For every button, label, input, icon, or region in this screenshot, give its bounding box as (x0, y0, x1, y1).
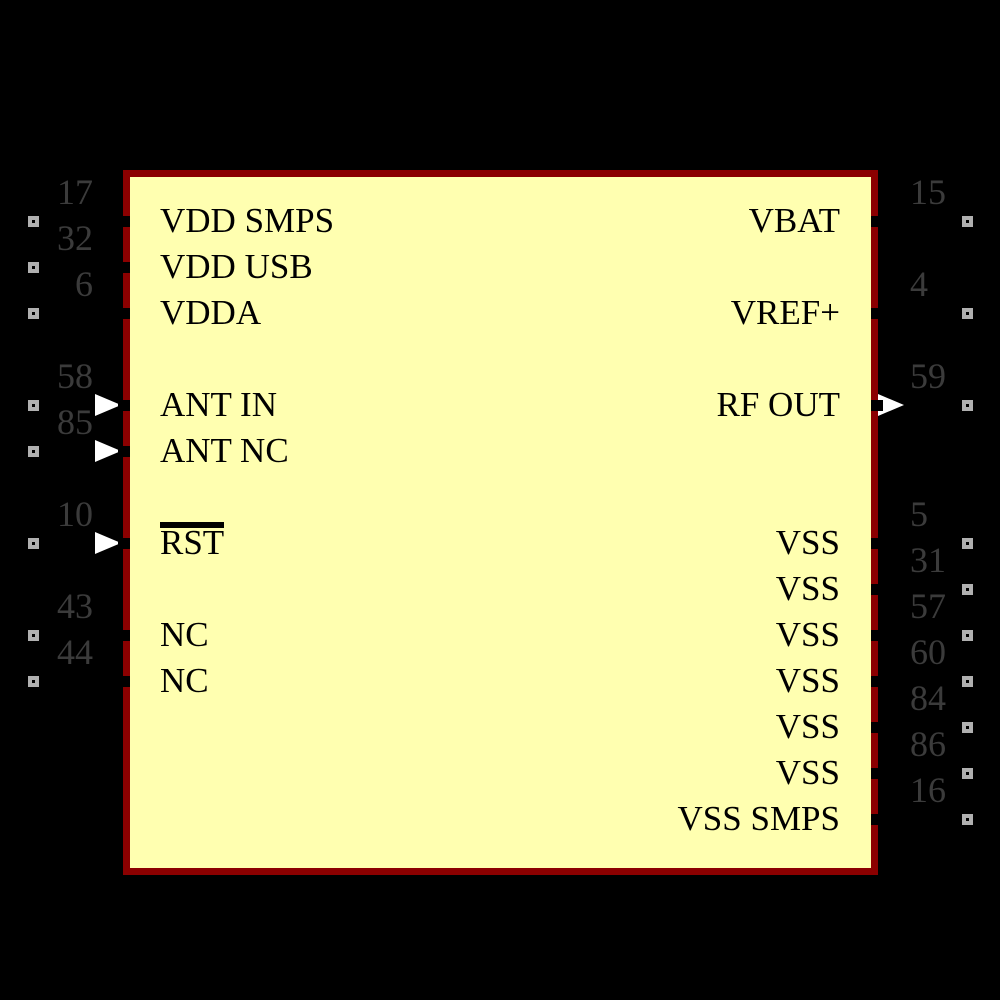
pin-input-arrow-icon (95, 440, 121, 462)
pin-number: 10 (57, 494, 93, 534)
pin-terminal-marker-icon (28, 262, 39, 273)
pin-terminal-marker-icon (962, 538, 973, 549)
pin-connection-point[interactable] (871, 722, 883, 733)
pin-connection-point[interactable] (118, 308, 130, 319)
pin-number: 58 (57, 356, 93, 396)
pin-connection-point[interactable] (871, 584, 883, 595)
pin-number: 4 (910, 264, 928, 304)
pin-connection-point[interactable] (118, 446, 130, 457)
pin-label: VDDA (160, 293, 262, 332)
pin-connection-point[interactable] (871, 630, 883, 641)
pin-terminal-marker-icon (28, 630, 39, 641)
pin-terminal-marker-icon (962, 216, 973, 227)
pin-terminal-marker-icon (28, 538, 39, 549)
pin-terminal-marker-icon (962, 630, 973, 641)
pin-terminal-marker-icon (962, 814, 973, 825)
pin-label: RST (160, 520, 225, 566)
pin-connection-point[interactable] (871, 768, 883, 779)
pin-number: 6 (75, 264, 93, 304)
pin-terminal-marker-icon (28, 216, 39, 227)
pin-number: 59 (910, 356, 946, 396)
pin-label: RF OUT (716, 385, 841, 424)
pin-label: VSS (775, 661, 840, 700)
pin-number: 57 (910, 586, 946, 626)
pin-number: 17 (57, 172, 93, 212)
pin-label: NC (160, 661, 209, 700)
pin-terminal-marker-icon (962, 584, 973, 595)
pin-terminal-marker-icon (962, 722, 973, 733)
pin-connection-point[interactable] (118, 216, 130, 227)
pin-number: 86 (910, 724, 946, 764)
pin-label: VDD USB (160, 247, 313, 286)
pin-terminal-marker-icon (28, 308, 39, 319)
pin-label: VREF+ (730, 293, 840, 332)
pin-input-arrow-icon (95, 394, 121, 416)
pin-terminal-marker-icon (962, 676, 973, 687)
pin-label: VSS SMPS (677, 799, 840, 838)
pin-connection-point[interactable] (871, 538, 883, 549)
pin-label: VSS (775, 569, 840, 608)
pin-connection-point[interactable] (118, 400, 130, 411)
pin-number: 5 (910, 494, 928, 534)
pin-terminal-marker-icon (962, 768, 973, 779)
pin-number: 84 (910, 678, 946, 718)
pin-label: VDD SMPS (160, 201, 335, 240)
pin-connection-point[interactable] (871, 400, 883, 411)
pin-label: VSS (775, 615, 840, 654)
pin-label-text: RST (160, 520, 225, 566)
pin-label: VSS (775, 523, 840, 562)
pin-label: VSS (775, 707, 840, 746)
pin-connection-point[interactable] (118, 676, 130, 687)
pin-terminal-marker-icon (962, 400, 973, 411)
pin-connection-point[interactable] (118, 262, 130, 273)
pin-terminal-marker-icon (28, 446, 39, 457)
pin-connection-point[interactable] (871, 814, 883, 825)
pin-label: VBAT (748, 201, 840, 240)
pin-terminal-marker-icon (962, 308, 973, 319)
pin-number: 31 (910, 540, 946, 580)
pin-connection-point[interactable] (118, 630, 130, 641)
pin-label: ANT NC (160, 431, 289, 470)
pin-terminal-marker-icon (28, 400, 39, 411)
pin-connection-point[interactable] (871, 216, 883, 227)
pin-number: 85 (57, 402, 93, 442)
pin-number: 43 (57, 586, 93, 626)
pin-number: 32 (57, 218, 93, 258)
pin-number: 60 (910, 632, 946, 672)
pin-label: ANT IN (160, 385, 277, 424)
pin-label: VSS (775, 753, 840, 792)
pin-connection-point[interactable] (871, 676, 883, 687)
pin-input-arrow-icon (95, 532, 121, 554)
pin-number: 16 (910, 770, 946, 810)
pin-row[interactable]: 59 RF OUT (500, 356, 1000, 428)
pin-number: 44 (57, 632, 93, 672)
pin-connection-point[interactable] (871, 308, 883, 319)
pin-label: NC (160, 615, 209, 654)
pin-connection-point[interactable] (118, 538, 130, 549)
pin-terminal-marker-icon (28, 676, 39, 687)
pin-output-arrow-icon (878, 394, 904, 416)
pin-number: 15 (910, 172, 946, 212)
component-body-rectangle (123, 170, 878, 875)
